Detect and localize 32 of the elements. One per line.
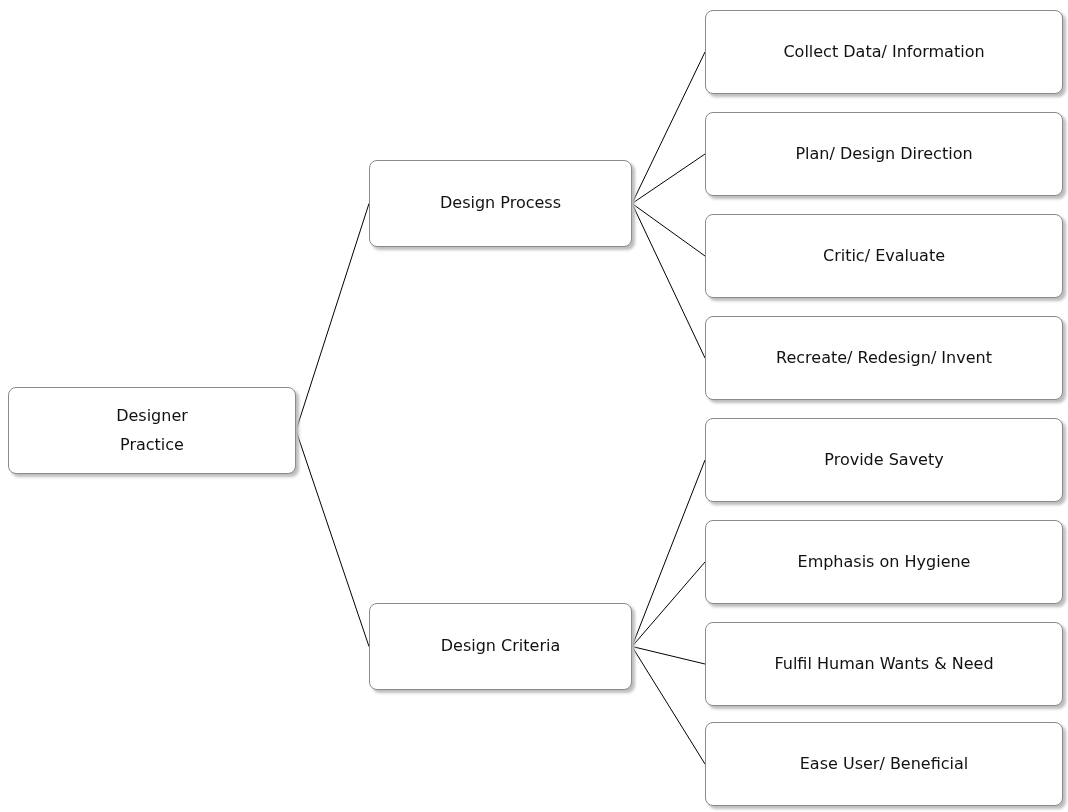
node-box [705, 10, 1063, 94]
node-box [369, 160, 632, 247]
node-label: Collect Data/ Information [783, 40, 985, 63]
connector-line [631, 203, 706, 257]
node-label: Critic/ Evaluate [822, 244, 946, 267]
node-label: Emphasis on Hygiene [797, 550, 971, 573]
node-label: Design Criteria [440, 635, 561, 658]
node-label: Fulfil Human Wants & Need [774, 652, 994, 675]
node-box [705, 112, 1063, 196]
node-box [705, 316, 1063, 400]
node-label: Plan/ Design Direction [795, 142, 973, 165]
node-box [705, 214, 1063, 298]
node-label: Design Process [440, 192, 561, 215]
connector-line [631, 153, 706, 204]
connector-line [295, 203, 370, 431]
connector-line [631, 646, 706, 765]
node-box [8, 387, 296, 474]
node-box [369, 603, 632, 690]
connector-line [295, 430, 370, 647]
connector-line [631, 561, 706, 647]
connector-line [631, 203, 706, 359]
connector-line [631, 646, 706, 665]
node-label: Designer Practice [115, 404, 189, 456]
node-label: Provide Savety [824, 448, 944, 471]
node-box [705, 622, 1063, 706]
connector-line [631, 51, 706, 204]
node-label: Ease User/ Beneficial [799, 752, 969, 775]
node-box [705, 520, 1063, 604]
node-box [705, 418, 1063, 502]
node-label: Recreate/ Redesign/ Invent [776, 346, 992, 369]
connector-line [631, 459, 706, 647]
node-box [705, 722, 1063, 806]
